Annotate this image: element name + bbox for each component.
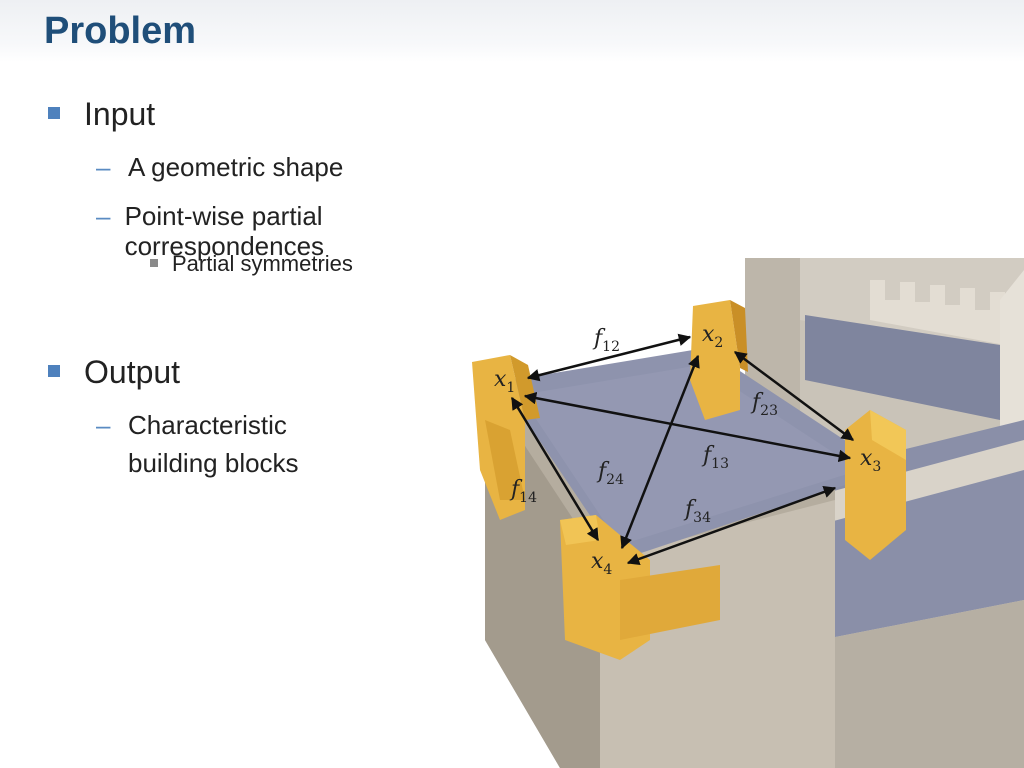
- dash-bullet-icon: –: [96, 201, 111, 231]
- arrow-f34: [626, 485, 837, 566]
- label-f12: f12: [592, 326, 620, 355]
- sub-bullet-correspondences-label: Point-wise partial correspondences: [124, 201, 325, 261]
- label-x2: x2: [702, 322, 723, 351]
- square-bullet-icon: [48, 365, 60, 377]
- square-bullet-icon: [48, 107, 60, 119]
- sub-bullet-building-blocks: – Characteristic building blocks: [96, 410, 299, 478]
- dash-bullet-icon: –: [96, 410, 111, 440]
- label-x1: x1: [494, 367, 515, 396]
- bullet-input-label: Input: [84, 96, 156, 132]
- sub-sub-bullet-symmetries-label: Partial symmetries: [172, 251, 353, 276]
- arrow-f14: [510, 396, 600, 542]
- bullet-input: Input: [48, 96, 155, 133]
- slide-title: Problem: [44, 10, 197, 52]
- label-x4: x4: [591, 549, 612, 578]
- sub-sub-bullet-symmetries: Partial symmetries: [150, 251, 353, 277]
- sub-bullet-shape-label: A geometric shape: [128, 152, 344, 182]
- title-bar: [0, 0, 1024, 62]
- bullet-output-label: Output: [84, 354, 181, 390]
- bullet-list: Input – A geometric shape – Point-wise p…: [0, 0, 460, 520]
- correspondence-arrows: [510, 333, 855, 566]
- small-square-bullet-icon: [150, 259, 158, 267]
- label-x3: x3: [860, 446, 881, 475]
- point-labels: x1 x2 x3 x4: [494, 322, 881, 578]
- sub-bullet-building-blocks-label: Characteristic building blocks: [128, 410, 299, 478]
- bullet-output: Output: [48, 354, 180, 391]
- arrow-f12: [526, 333, 692, 382]
- dash-bullet-icon: –: [96, 152, 111, 182]
- sub-bullet-shape: – A geometric shape: [96, 152, 343, 182]
- sub-bullet-correspondences: – Point-wise partial correspondences: [96, 201, 460, 261]
